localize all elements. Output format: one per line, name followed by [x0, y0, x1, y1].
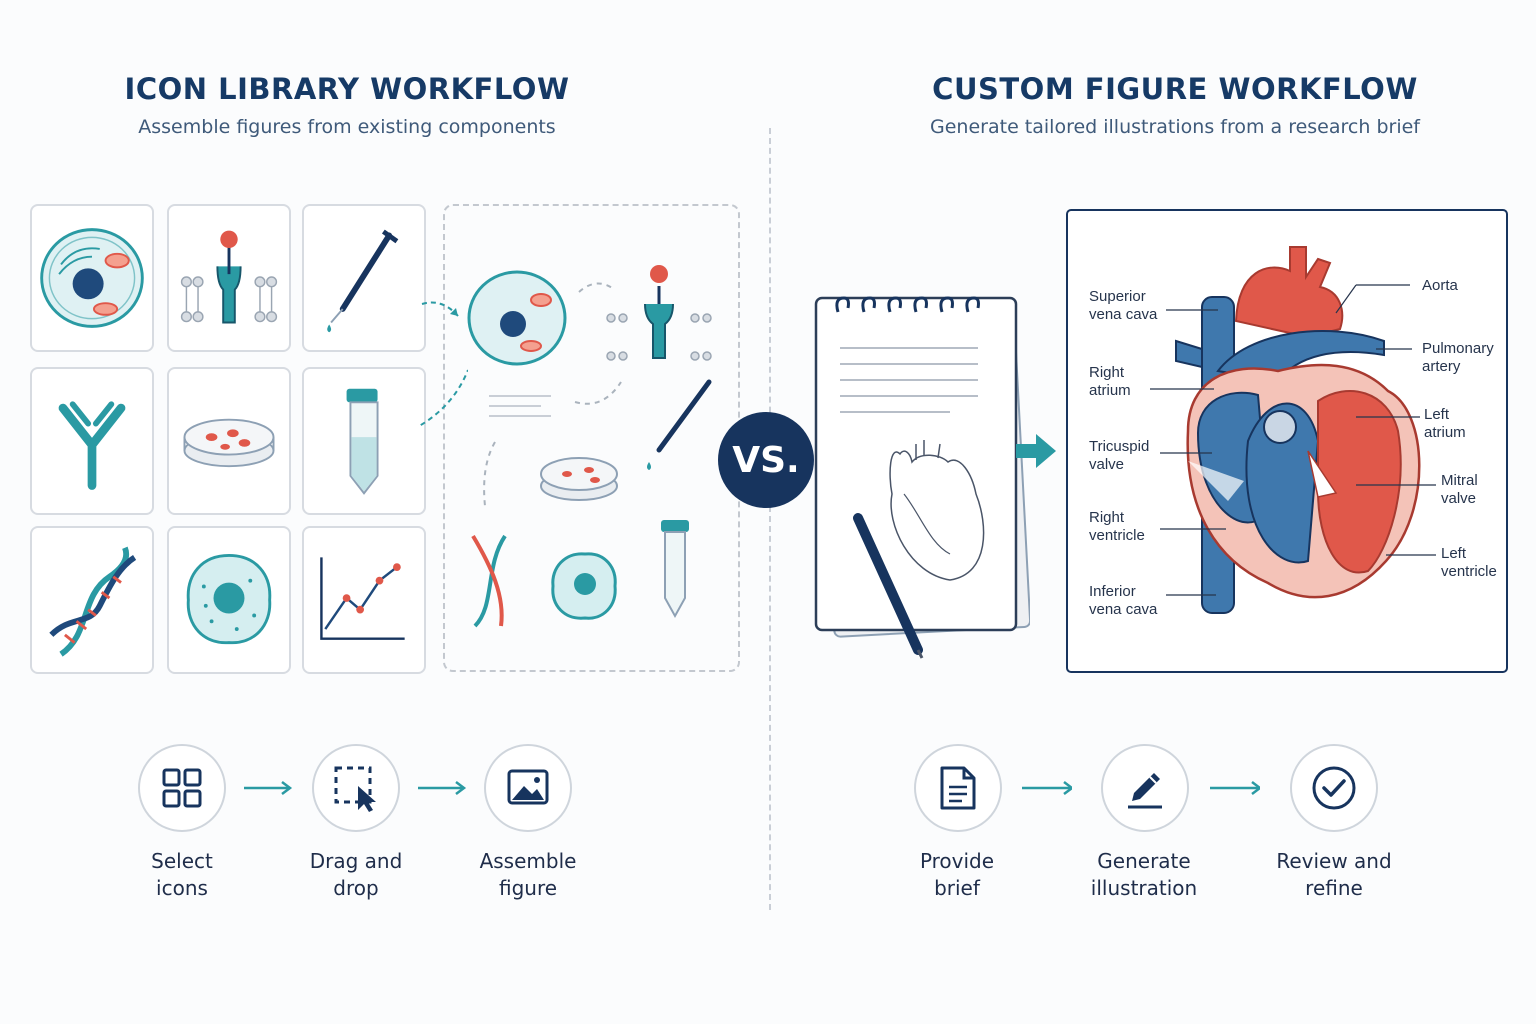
label-aorta: Aorta: [1422, 277, 1458, 294]
drag-arrows: [418, 301, 468, 428]
test-tube-icon[interactable]: [302, 367, 426, 515]
heart-illustration-frame: [1066, 209, 1508, 673]
pipette-icon[interactable]: [302, 204, 426, 352]
petri-dish-icon[interactable]: [167, 367, 291, 515]
check-circle-icon: [1312, 766, 1356, 810]
vs-badge: VS.: [718, 412, 814, 508]
left-title: ICON LIBRARY WORKFLOW: [124, 72, 570, 106]
heart-leader-lines: [1150, 284, 1436, 596]
step-arrow-icon: [418, 781, 467, 795]
left-subtitle: Assemble figures from existing component…: [138, 116, 556, 138]
grid-icon: [162, 768, 202, 808]
heart-icon: [1175, 246, 1421, 614]
step-select-icons[interactable]: [138, 744, 226, 832]
line-graph-icon[interactable]: [302, 526, 426, 674]
right-subtitle: Generate tailored illustrations from a r…: [930, 116, 1420, 138]
pen-icon: [1128, 773, 1162, 809]
step-provide-brief[interactable]: [914, 744, 1002, 832]
step-assemble-figure[interactable]: [484, 744, 572, 832]
step-arrow-icon: [244, 781, 293, 795]
step-generate-illustration[interactable]: [1101, 744, 1189, 832]
arrow-right-icon: [1016, 434, 1056, 468]
cell-icon[interactable]: [30, 204, 154, 352]
receptor-icon[interactable]: [167, 204, 291, 352]
step-drag-and-drop[interactable]: [312, 744, 400, 832]
image-icon: [507, 769, 549, 805]
step-arrow-icon: [1210, 781, 1260, 795]
center-divider: [769, 128, 771, 910]
drag-cursor-icon: [334, 766, 376, 812]
assembly-canvas[interactable]: [443, 204, 740, 672]
step-review-and-refine[interactable]: [1290, 744, 1378, 832]
assembled-figure: [467, 265, 712, 628]
step-arrow-icon: [1022, 781, 1072, 795]
notebook-sketch-icon: [814, 296, 1030, 659]
right-title: CUSTOM FIGURE WORKFLOW: [932, 72, 1418, 106]
antibody-icon[interactable]: [30, 367, 154, 515]
document-icon: [940, 766, 976, 810]
round-cell-icon[interactable]: [167, 526, 291, 674]
dna-icon[interactable]: [30, 526, 154, 674]
